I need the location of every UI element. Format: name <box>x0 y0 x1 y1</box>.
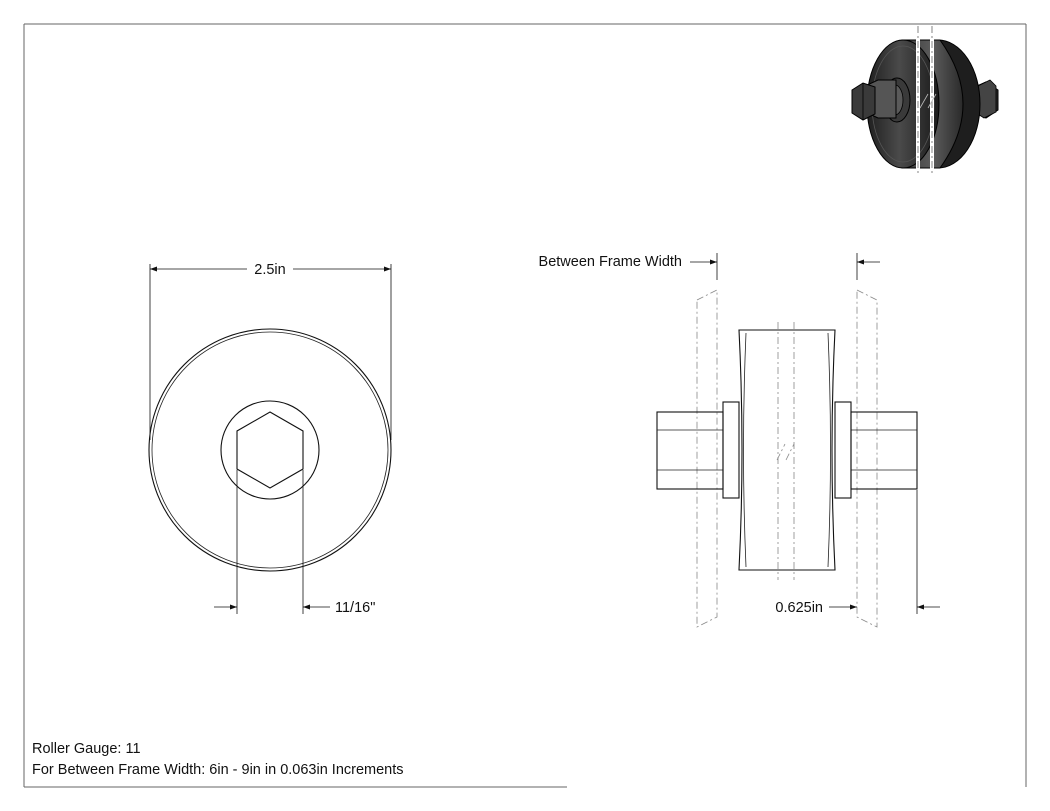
left-hub <box>722 401 740 499</box>
frame-thickness-dimension: 0.625in <box>775 490 940 616</box>
frame-width-range-note: For Between Frame Width: 6in - 9in in 0.… <box>32 762 404 778</box>
hex-size-label: 11/16" <box>335 600 375 616</box>
frame-thickness-label: 0.625in <box>775 600 823 616</box>
front-view <box>148 328 392 572</box>
roller-outer-circle <box>148 328 392 572</box>
iso-render <box>851 26 999 174</box>
right-hub <box>834 401 852 499</box>
hub-circle <box>220 400 320 500</box>
roller-body <box>738 329 836 571</box>
sheet-border <box>23 23 1027 788</box>
side-view <box>656 289 918 628</box>
roller-gauge-note: Roller Gauge: 11 <box>32 741 141 757</box>
between-frame-width-label: Between Frame Width <box>539 254 682 270</box>
between-frame-width-dimension: Between Frame Width <box>539 253 880 280</box>
right-frame-rail <box>856 289 878 628</box>
left-frame-rail <box>696 289 718 628</box>
left-shaft <box>656 411 724 490</box>
hex-bore <box>236 411 304 489</box>
diameter-dimension: 2.5in <box>149 262 392 440</box>
right-shaft <box>850 411 918 490</box>
hex-dimension: 11/16" <box>214 470 375 616</box>
roller-inner-circle <box>151 331 389 569</box>
diameter-label: 2.5in <box>254 262 285 278</box>
break-lines <box>776 322 795 580</box>
